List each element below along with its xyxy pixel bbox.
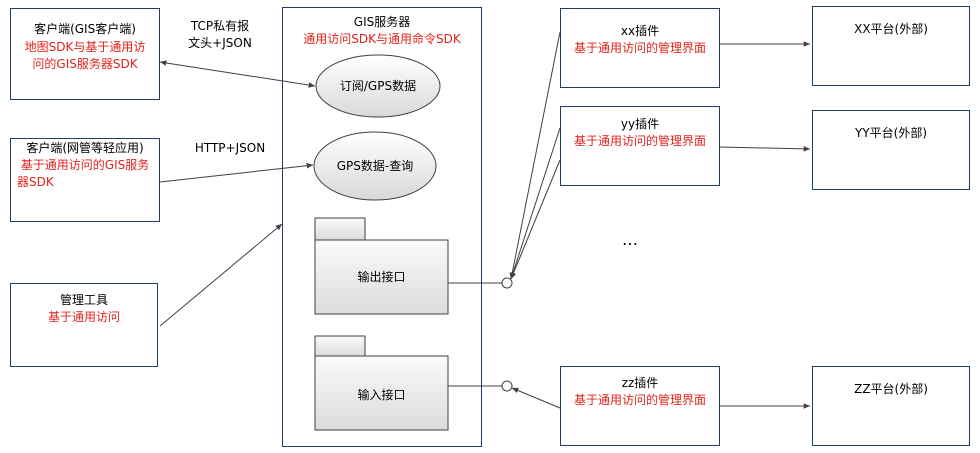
xx-plugin-desc: 基于通用访问的管理界面 <box>573 41 706 55</box>
nms-client-box[interactable]: 客户端(网管等轻应用) 基于通用访问的GIS服务 器SDK <box>10 138 160 222</box>
yy-platform-connector <box>719 146 811 152</box>
mgmt-tool-desc: 基于通用访问 <box>47 310 120 324</box>
input-interface-port <box>501 380 513 392</box>
output-interface-port <box>501 277 513 289</box>
yy-platform-label: YY平台(外部) <box>854 126 928 140</box>
nms-client-desc-2: 器SDK <box>17 175 54 189</box>
yy-plugin-box[interactable]: yy插件 基于通用访问的管理界面 <box>560 106 720 186</box>
tcp-protocol-label-1: TCP私有报 <box>190 19 250 33</box>
zz-plugin-box[interactable]: zz插件 基于通用访问的管理界面 <box>560 366 720 446</box>
tcp-protocol-label-2: 文头+JSON <box>188 36 252 50</box>
gis-server-title: GIS服务器 <box>353 15 411 29</box>
yy-plugin-connector-b <box>510 159 561 280</box>
zz-platform-box[interactable]: ZZ平台(外部) <box>812 366 970 446</box>
xx-plugin-title: xx插件 <box>620 24 660 38</box>
zz-plugin-desc: 基于通用访问的管理界面 <box>573 393 706 407</box>
more-plugins-ellipsis: … <box>622 230 638 249</box>
nms-client-title: 客户端(网管等轻应用) <box>26 141 144 155</box>
output-interface-label: 输出接口 <box>357 270 406 284</box>
xx-plugin-box[interactable]: xx插件 基于通用访问的管理界面 <box>560 8 720 88</box>
usecase-subscribe-label: 订阅/GPS数据 <box>339 79 417 93</box>
mgmt-tool-box[interactable]: 管理工具 基于通用访问 <box>10 283 158 367</box>
gis-client-box[interactable]: 客户端(GIS客户端) 地图SDK与基于通用访 问的GIS服务器SDK <box>10 8 160 100</box>
mgmt-tool-title: 管理工具 <box>59 293 108 307</box>
zz-plugin-connector <box>511 387 561 409</box>
http-connector <box>159 162 314 183</box>
zz-platform-label: ZZ平台(外部) <box>854 382 928 396</box>
xx-plugin-connector <box>509 31 561 280</box>
input-interface-package[interactable] <box>314 335 449 431</box>
yy-plugin-title: yy插件 <box>620 117 660 131</box>
xx-platform-box[interactable]: XX平台(外部) <box>812 6 970 86</box>
zz-plugin-title: zz插件 <box>621 376 659 390</box>
yy-plugin-connector-a <box>510 127 561 280</box>
mgmt-connector <box>159 223 283 327</box>
tcp-connector <box>159 60 316 88</box>
yy-platform-box[interactable]: YY平台(外部) <box>812 110 970 190</box>
gis-server-subtitle: 通用访问SDK与通用命令SDK <box>303 32 461 46</box>
usecase-subscribe-ellipse[interactable] <box>315 54 441 118</box>
gis-server-box[interactable]: GIS服务器 通用访问SDK与通用命令SDK <box>282 7 482 447</box>
usecase-query-label: GPS数据-查询 <box>336 159 414 173</box>
nms-client-desc-1: 基于通用访问的GIS服务 <box>20 158 150 172</box>
output-interface-package[interactable] <box>314 217 449 315</box>
gis-client-desc-1: 地图SDK与基于通用访 <box>24 40 146 54</box>
http-protocol-label: HTTP+JSON <box>194 141 266 155</box>
input-interface-label: 输入接口 <box>357 388 406 402</box>
usecase-query-ellipse[interactable] <box>313 131 437 201</box>
gis-client-desc-2: 问的GIS服务器SDK <box>32 57 138 71</box>
yy-plugin-desc: 基于通用访问的管理界面 <box>573 134 706 148</box>
xx-platform-label: XX平台(外部) <box>854 22 928 36</box>
gis-client-title: 客户端(GIS客户端) <box>34 22 136 36</box>
